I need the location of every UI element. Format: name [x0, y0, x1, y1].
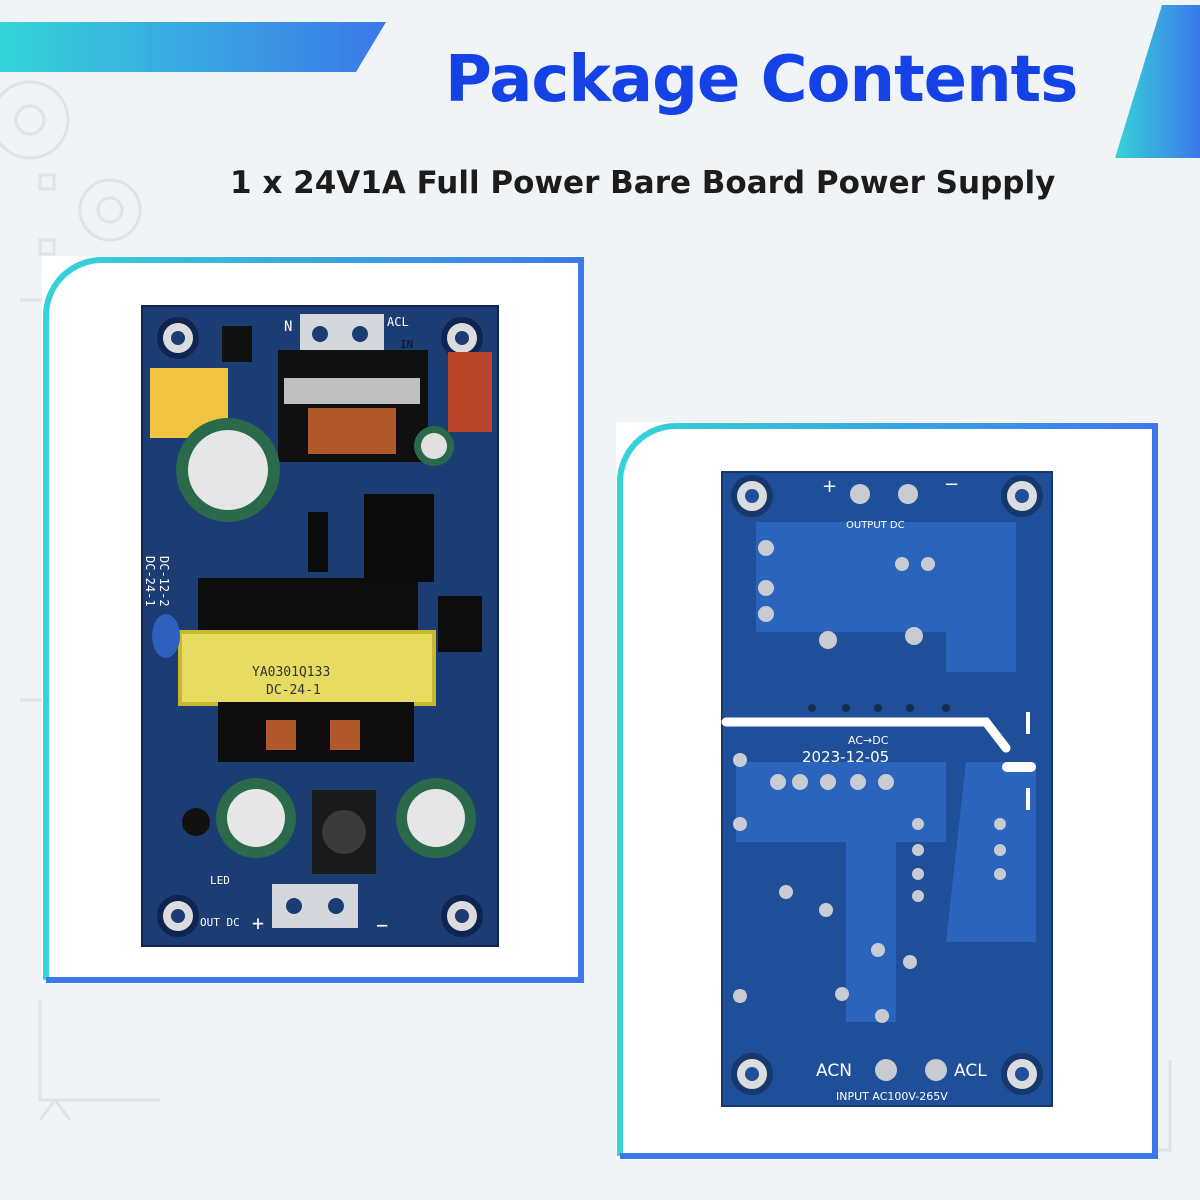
led-label: LED — [210, 874, 230, 887]
transformer-code: YA0301Q133 — [252, 665, 330, 680]
back-minus-label: − — [944, 474, 959, 495]
back-board-frame: + − OUTPUT DC AC→DC 2023-12-05 ACN ACL I… — [616, 422, 1158, 1160]
front-label-in: IN — [400, 338, 413, 351]
ac-dc-label: AC→DC — [848, 734, 889, 747]
board-date: 2023-12-05 — [802, 748, 889, 766]
back-plus-label: + — [822, 476, 837, 497]
out-dc-label: OUT DC — [200, 916, 240, 929]
output-dc-label: OUTPUT DC — [846, 520, 905, 531]
board-model-text-1: DC-24-1 — [143, 556, 157, 607]
back-board-image: + − OUTPUT DC AC→DC 2023-12-05 ACN ACL I… — [617, 423, 1158, 1159]
page-title: Package Contents — [445, 43, 1078, 117]
page-subtitle: 1 x 24V1A Full Power Bare Board Power Su… — [230, 165, 1056, 201]
right-banner-stripe — [1115, 5, 1200, 158]
front-minus-label: − — [376, 913, 388, 937]
front-plus-label: + — [252, 911, 264, 935]
transformer-model: DC-24-1 — [266, 683, 321, 698]
input-voltage-label: INPUT AC100V-265V — [836, 1090, 948, 1103]
front-board-frame: N ACL IN YA0301Q133 DC-24-1 DC-24-1 DC-1… — [42, 256, 584, 984]
front-label-n: N — [284, 319, 292, 335]
acl-label: ACL — [954, 1061, 987, 1081]
front-label-acl: ACL — [387, 315, 409, 329]
left-banner-stripe — [0, 22, 386, 72]
front-board-image: N ACL IN YA0301Q133 DC-24-1 DC-24-1 DC-1… — [43, 257, 584, 983]
back-pcb: + − OUTPUT DC AC→DC 2023-12-05 ACN ACL I… — [721, 471, 1053, 1107]
board-model-text-2: DC-12-2 — [157, 556, 171, 607]
acn-label: ACN — [816, 1061, 852, 1081]
front-pcb: N ACL IN YA0301Q133 DC-24-1 DC-24-1 DC-1… — [141, 305, 499, 947]
